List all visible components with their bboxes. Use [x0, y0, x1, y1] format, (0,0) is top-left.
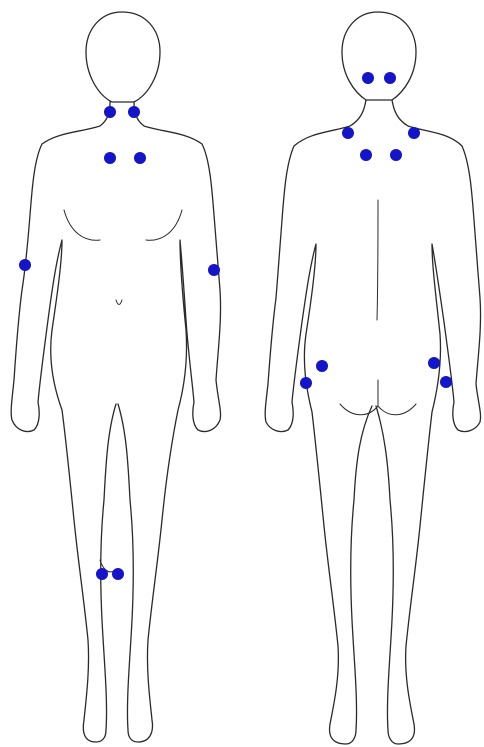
- front-tender-point-upper-chest-right: [134, 152, 146, 164]
- front-body-outline-right: [118, 102, 221, 742]
- back-buttocks-detail: [340, 380, 416, 415]
- tender-point-markers: [19, 72, 452, 580]
- front-tender-point-upper-chest-left: [104, 152, 116, 164]
- back-head-outline: [342, 12, 416, 100]
- front-tender-point-neck-right: [128, 106, 140, 118]
- front-head-outline: [86, 12, 160, 102]
- back-tender-point-supraspinatus-right: [390, 149, 402, 161]
- back-tender-point-trapezius-left: [342, 127, 354, 139]
- front-body-outline-left: [11, 102, 116, 742]
- front-navel: [116, 300, 122, 305]
- back-tender-point-supraspinatus-left: [360, 149, 372, 161]
- back-spine-line: [377, 200, 378, 320]
- back-tender-point-occiput-right: [384, 72, 396, 84]
- back-tender-point-greater-trochanter-left: [300, 377, 312, 389]
- back-tender-point-trapezius-right: [408, 127, 420, 139]
- back-tender-point-gluteal-left: [316, 360, 328, 372]
- front-tender-point-knee-left: [96, 568, 108, 580]
- front-tender-point-elbow-left: [19, 259, 31, 271]
- front-tender-point-neck-left: [104, 106, 116, 118]
- back-tender-point-occiput-left: [362, 72, 374, 84]
- front-tender-point-elbow-right: [208, 264, 220, 276]
- back-tender-point-gluteal-right: [428, 357, 440, 369]
- front-body-figure: [11, 12, 220, 742]
- front-tender-point-knee-right: [112, 568, 124, 580]
- front-chest-detail: [64, 210, 182, 240]
- back-body-outline-right: [376, 100, 481, 744]
- back-body-outline-left: [265, 100, 372, 744]
- back-tender-point-greater-trochanter-right: [440, 376, 452, 388]
